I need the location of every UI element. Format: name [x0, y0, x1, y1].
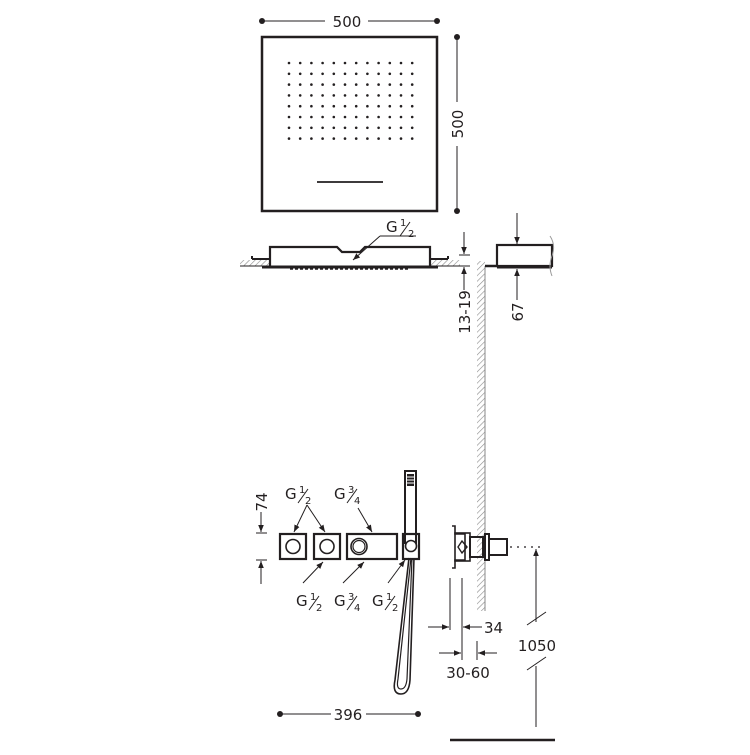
svg-text:2: 2 [408, 229, 414, 240]
valve-width-dimension: 396 [277, 706, 421, 724]
shower-head-plate [260, 35, 439, 213]
svg-text:2: 2 [392, 603, 398, 614]
ceiling-gap-dimension: 13-19 [456, 232, 474, 334]
hand-shower [393, 470, 421, 695]
valve-width-label: 396 [334, 706, 363, 724]
svg-text:4: 4 [354, 603, 360, 614]
top-height-label: 500 [449, 110, 467, 139]
floor-height-label: 1050 [518, 637, 556, 655]
side-profile: G 1 2 [240, 218, 460, 270]
top-width-label: 500 [333, 13, 362, 31]
depth-dimension: 67 [509, 213, 527, 322]
valve-set: 74 G 1 [253, 470, 421, 724]
thermostat-knob [352, 539, 366, 554]
svg-text:1: 1 [386, 592, 392, 603]
valve-bottom-label-1: G 1 2 [296, 561, 324, 614]
svg-text:1: 1 [299, 485, 305, 496]
valve-height-dimension: 74 [253, 492, 271, 584]
top-width-dimension: 500 [259, 13, 440, 31]
depth-label: 67 [509, 302, 527, 321]
embed-depth-label: 30-60 [446, 664, 490, 682]
svg-text:G: G [334, 592, 346, 610]
inlet-thread-label: G 1 2 [352, 218, 416, 261]
valve-top-label-2: G 3 4 [334, 485, 373, 533]
wall-section [477, 261, 485, 611]
svg-text:2: 2 [316, 603, 322, 614]
valve-top-label-1: G 1 2 [285, 485, 326, 533]
floor-height-dimension: 1050 [450, 549, 558, 742]
ceiling-gap-label: 13-19 [456, 290, 474, 334]
plate-depth-label: 34 [484, 619, 503, 637]
valve-bottom-label-3: G 1 2 [372, 559, 406, 614]
svg-text:3: 3 [348, 592, 354, 603]
svg-text:G: G [296, 592, 308, 610]
svg-text:1: 1 [400, 218, 406, 229]
valve-knob-1 [285, 538, 301, 555]
svg-text:G: G [334, 485, 346, 503]
nozzle-grid [287, 61, 414, 140]
valve-bottom-label-2: G 3 4 [334, 561, 365, 614]
valve-height-label: 74 [253, 492, 271, 511]
svg-text:G: G [386, 218, 398, 236]
thermostat-plate [345, 532, 399, 561]
top-height-dimension: 500 [449, 34, 467, 214]
valve-plate-2 [312, 532, 342, 561]
install-section: 34 30-60 1050 [428, 525, 558, 742]
valve-plate-1 [278, 532, 308, 561]
top-view: 500 500 [259, 13, 467, 214]
valve-knob-2 [319, 538, 335, 555]
wall-detail: 13-19 67 [456, 213, 555, 611]
svg-text:G: G [285, 485, 297, 503]
svg-text:1: 1 [310, 592, 316, 603]
svg-text:4: 4 [354, 496, 360, 507]
svg-text:G: G [372, 592, 384, 610]
svg-text:3: 3 [348, 485, 354, 496]
svg-text:2: 2 [305, 496, 311, 507]
